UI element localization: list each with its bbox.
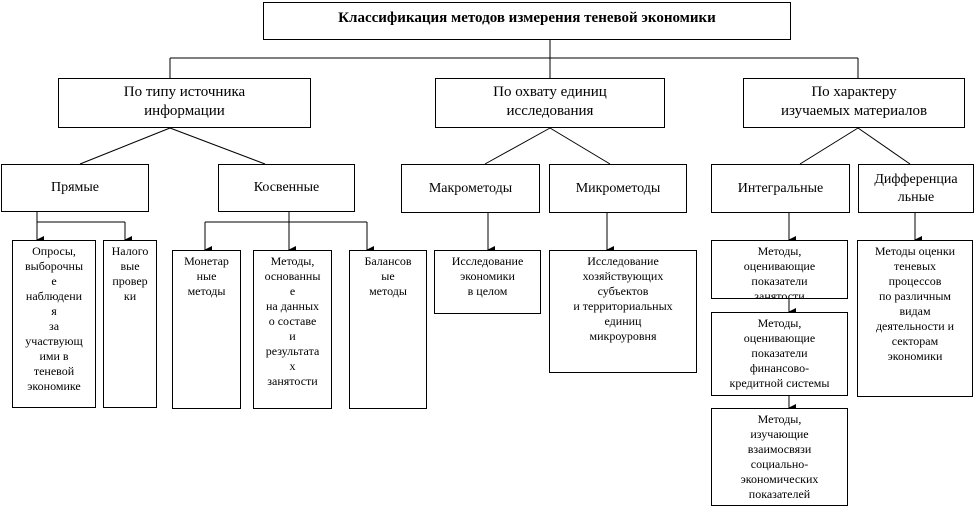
- surveys-leaf: Опросы, выборочны е наблюдени я за участ…: [12, 240, 96, 408]
- indirect-methods: Косвенные: [218, 164, 355, 212]
- micro-methods: Микрометоды: [549, 164, 687, 213]
- micro-research-leaf: Исследование хозяйствующих субъектов и т…: [549, 250, 697, 373]
- macro-methods: Макрометоды: [401, 164, 540, 213]
- direct-methods: Прямые: [1, 164, 149, 212]
- tax-audits-leaf: Налого вые провер ки: [103, 240, 157, 408]
- economy-research-leaf: Исследование экономики в целом: [434, 250, 541, 314]
- monetary-methods-leaf: Монетар ные методы: [172, 250, 241, 409]
- socio-economic-relations-leaf: Методы, изучающие взаимосвязи социально-…: [711, 408, 848, 506]
- differential-methods: Дифференциа льные: [858, 164, 974, 213]
- integral-methods: Интегральные: [711, 164, 850, 213]
- category-coverage: По охвату единиц исследования: [435, 78, 665, 128]
- employment-indicators-leaf: Методы, оценивающие показатели занятости: [711, 240, 848, 299]
- diagram-title: Классификация методов измерения теневой …: [263, 2, 791, 40]
- category-source-type: По типу источника информации: [58, 78, 311, 128]
- sector-evaluation-leaf: Методы оценки теневых процессов по разли…: [857, 240, 973, 397]
- category-material-character: По характеру изучаемых материалов: [743, 78, 965, 128]
- finance-indicators-leaf: Методы, оценивающие показатели финансово…: [711, 312, 848, 396]
- employment-data-leaf: Методы, основанны е на данных о составе …: [253, 250, 332, 409]
- balance-methods-leaf: Балансов ые методы: [349, 250, 427, 409]
